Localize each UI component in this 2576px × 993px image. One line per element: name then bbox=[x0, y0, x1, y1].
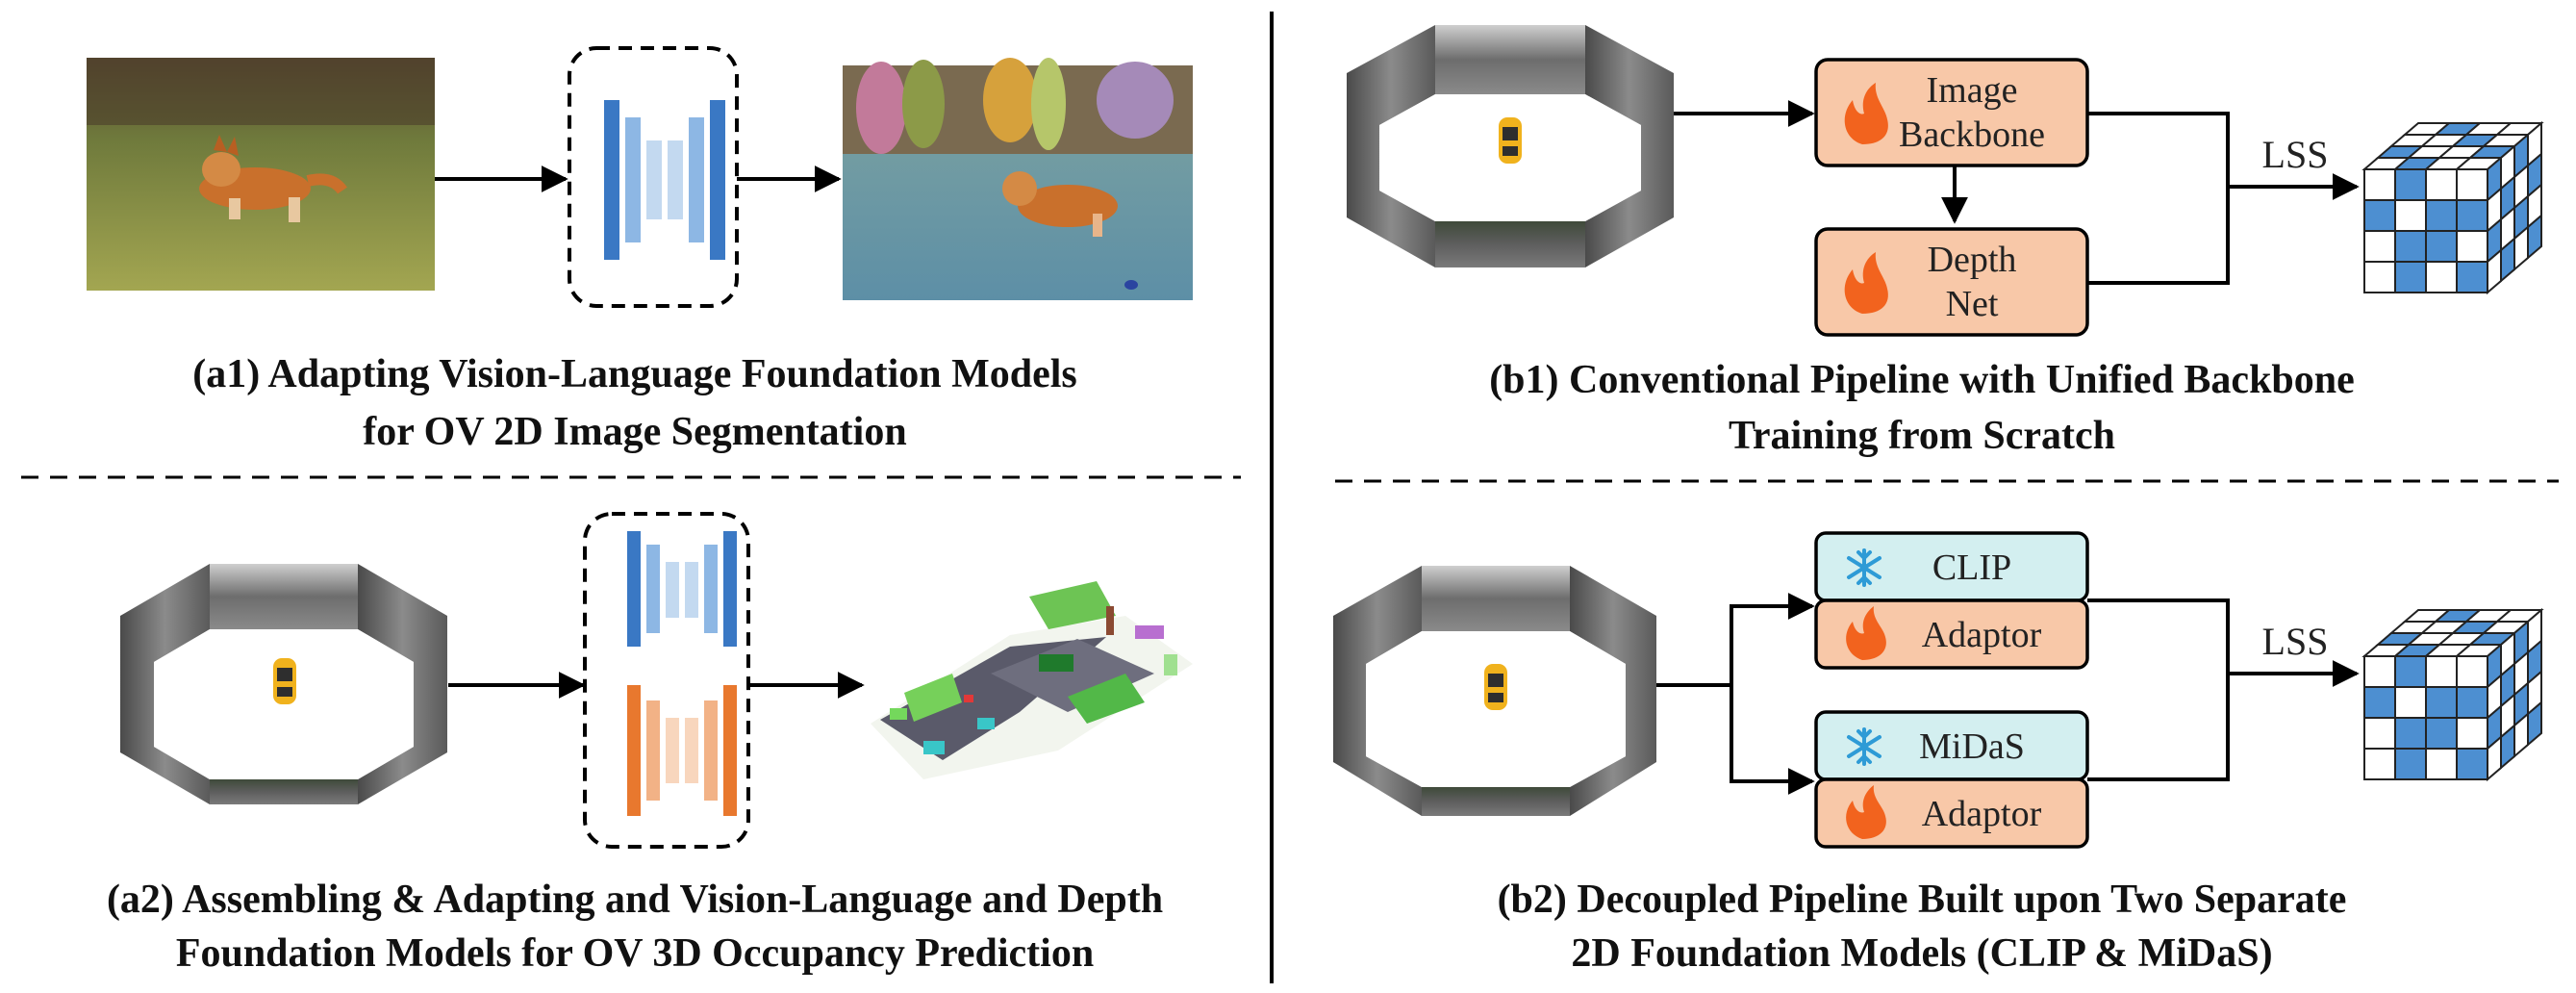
voxel-cell bbox=[2425, 261, 2458, 293]
voxel-cell bbox=[2425, 717, 2458, 750]
voxel-cell bbox=[2394, 199, 2427, 232]
voxel-cell bbox=[2456, 199, 2488, 232]
flame-icon bbox=[1844, 83, 1888, 144]
voxel-cell bbox=[2363, 748, 2396, 780]
voxel-cell bbox=[2394, 748, 2427, 780]
voxel-cell bbox=[2363, 230, 2396, 263]
voxel-cell bbox=[2425, 168, 2458, 201]
clip-encoder-decoder-icon bbox=[568, 46, 739, 308]
midas-label: MiDaS bbox=[1919, 726, 2025, 767]
voxel-cell bbox=[2394, 230, 2427, 263]
voxel-cell bbox=[2527, 213, 2542, 261]
adaptor-label-bottom: Adaptor bbox=[1922, 794, 2042, 834]
voxel-cell bbox=[2456, 686, 2488, 719]
caption-b1-line2: Training from Scratch bbox=[1729, 414, 2115, 458]
adaptor-label-top: Adaptor bbox=[1922, 615, 2042, 655]
segmented-dog-photo bbox=[843, 58, 1193, 300]
image-backbone-label-line2: Backbone bbox=[1899, 115, 2045, 155]
voxel-cell bbox=[2425, 686, 2458, 719]
voxel-cell bbox=[2425, 199, 2458, 232]
snowflake-icon bbox=[1847, 548, 1881, 587]
depth-net-box: Depth Net bbox=[1814, 227, 2089, 337]
voxel-cell bbox=[2394, 261, 2427, 293]
lss-label-b1: LSS bbox=[2262, 133, 2329, 176]
voxel-cell bbox=[2456, 230, 2488, 263]
snowflake-icon bbox=[1847, 727, 1881, 766]
surround-camera-ring-b2 bbox=[1333, 566, 1656, 816]
voxel-cell bbox=[2363, 199, 2396, 232]
panel-b1: Image Backbone Depth Net LSS (b1) Conven… bbox=[1347, 25, 2544, 458]
3d-occupancy-prediction-view bbox=[871, 581, 1193, 779]
arrow-b2-midas bbox=[1730, 685, 1815, 795]
panel-a2: (a2) Assembling & Adapting and Vision-La… bbox=[107, 512, 1193, 976]
caption-a1-line2: for OV 2D Image Segmentation bbox=[363, 410, 906, 454]
voxel-cell bbox=[2456, 748, 2488, 780]
image-backbone-box: Image Backbone bbox=[1814, 58, 2089, 167]
depth-net-label-line2: Net bbox=[1946, 284, 1999, 324]
flame-icon bbox=[1844, 252, 1888, 314]
flame-icon bbox=[1846, 606, 1886, 660]
voxel-cell bbox=[2456, 168, 2488, 201]
panel-b2: CLIP Adaptor MiDaS Adaptor LSS (b2) Dec bbox=[1333, 531, 2544, 976]
voxel-cell bbox=[2363, 655, 2396, 688]
dog-photo bbox=[87, 58, 435, 291]
voxel-cube-b1 bbox=[2361, 120, 2544, 295]
voxel-cell bbox=[2425, 230, 2458, 263]
caption-a2-line2: Foundation Models for OV 3D Occupancy Pr… bbox=[176, 931, 1094, 976]
connector-b2 bbox=[2087, 598, 2230, 781]
caption-b2-line2: 2D Foundation Models (CLIP & MiDaS) bbox=[1571, 931, 2272, 976]
clip-adaptor-box: CLIP Adaptor bbox=[1814, 531, 2089, 670]
surround-camera-ring-a2 bbox=[120, 564, 447, 804]
caption-b2-line1: (b2) Decoupled Pipeline Built upon Two S… bbox=[1498, 878, 2347, 922]
image-backbone-label-line1: Image bbox=[1927, 70, 2018, 111]
clip-label: CLIP bbox=[1932, 547, 2011, 588]
voxel-cell bbox=[2363, 686, 2396, 719]
caption-a1-line1: (a1) Adapting Vision-Language Foundation… bbox=[192, 352, 1077, 396]
depth-net-label-line1: Depth bbox=[1928, 240, 2017, 280]
flame-icon bbox=[1846, 785, 1886, 839]
arrow-b2-clip bbox=[1730, 593, 1815, 685]
voxel-cell bbox=[2456, 717, 2488, 750]
connector-b1 bbox=[2087, 112, 2230, 285]
midas-adaptor-box: MiDaS Adaptor bbox=[1814, 710, 2089, 849]
voxel-cell bbox=[2425, 655, 2458, 688]
voxel-cell bbox=[2363, 168, 2396, 201]
caption-a2-line1: (a2) Assembling & Adapting and Vision-La… bbox=[107, 878, 1163, 922]
voxel-cell bbox=[2394, 655, 2427, 688]
assembled-foundation-models-icon bbox=[583, 512, 750, 849]
voxel-cell bbox=[2425, 748, 2458, 780]
voxel-cell bbox=[2527, 700, 2542, 748]
voxel-cell bbox=[2456, 261, 2488, 293]
voxel-cell bbox=[2394, 686, 2427, 719]
voxel-cell bbox=[2394, 168, 2427, 201]
surround-camera-ring-b1 bbox=[1347, 25, 1674, 267]
voxel-cube-b2 bbox=[2361, 607, 2544, 782]
lss-label-b2: LSS bbox=[2262, 620, 2329, 663]
voxel-cell bbox=[2456, 655, 2488, 688]
voxel-cell bbox=[2363, 261, 2396, 293]
voxel-cell bbox=[2394, 717, 2427, 750]
caption-b1-line1: (b1) Conventional Pipeline with Unified … bbox=[1489, 358, 2355, 402]
voxel-cell bbox=[2363, 717, 2396, 750]
panel-a1: (a1) Adapting Vision-Language Foundation… bbox=[87, 46, 1193, 454]
